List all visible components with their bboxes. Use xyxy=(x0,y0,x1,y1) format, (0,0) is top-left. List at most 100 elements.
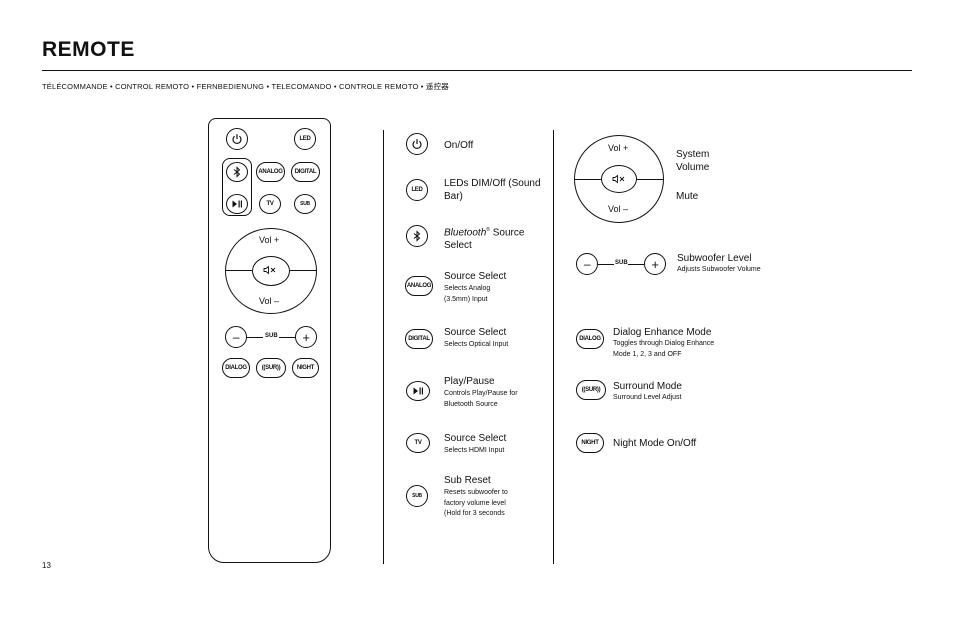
remote-sub-reset-button[interactable]: SUB xyxy=(294,194,316,214)
mute-icon xyxy=(263,265,276,275)
legend-bluetooth-title: Bluetooth® Source Select xyxy=(444,227,525,252)
legend-volume-ring xyxy=(574,135,664,223)
remote-volume-ring[interactable] xyxy=(225,228,317,314)
page-subtitle: TÉLÉCOMMANDE • CONTROL REMOTO • FERNBEDI… xyxy=(42,82,449,91)
legend-surround-button: ((SUR)) xyxy=(576,380,606,400)
remote-sub-label: SUB xyxy=(265,333,278,339)
legend-tv-button: TV xyxy=(406,433,430,453)
remote-mute-center[interactable] xyxy=(252,256,290,286)
legend-night-button: NIGHT xyxy=(576,433,604,453)
remote-body xyxy=(208,118,331,563)
bluetooth-icon xyxy=(233,166,241,178)
dialog-label: DIALOG xyxy=(579,336,601,342)
source-button-group xyxy=(222,158,252,216)
legend-subwoofer-title: Subwoofer Level xyxy=(677,253,752,264)
legend-dialog-desc: Toggles through Dialog Enhance Mode 1, 2… xyxy=(613,340,715,358)
digital-label: DIGITAL xyxy=(408,336,430,342)
power-icon xyxy=(232,134,242,144)
minus-label: – xyxy=(583,257,591,271)
legend-sub-plus-button: + xyxy=(644,253,666,275)
page-number: 13 xyxy=(42,561,51,570)
legend-digital-title: Source Select xyxy=(444,327,507,338)
led-label: LED xyxy=(299,136,311,142)
column-divider-left xyxy=(383,130,384,564)
legend-dialog-button: DIALOG xyxy=(576,329,604,349)
remote-tv-button[interactable]: TV xyxy=(259,194,281,214)
analog-label: ANALOG xyxy=(258,169,283,175)
legend-tv-desc: Selects HDMI Input xyxy=(444,447,505,454)
legend-tv-title: Source Select xyxy=(444,433,507,444)
legend-dialog-title: Dialog Enhance Mode xyxy=(613,327,712,338)
night-label: NIGHT xyxy=(296,365,315,371)
tv-label: TV xyxy=(266,201,274,207)
remote-bluetooth-button[interactable] xyxy=(226,162,248,182)
legend-volume-divider-right xyxy=(637,179,663,180)
sub-line-left xyxy=(247,337,263,338)
legend-sub-minus-button: – xyxy=(576,253,598,275)
play-pause-icon xyxy=(232,200,242,208)
power-icon xyxy=(412,139,422,149)
night-label: NIGHT xyxy=(581,440,599,446)
legend-surround-title: Surround Mode xyxy=(613,381,682,392)
legend-power-button xyxy=(406,133,428,155)
legend-bluetooth-button xyxy=(406,225,428,247)
legend-sub-line-right xyxy=(628,264,644,265)
legend-analog-title: Source Select xyxy=(444,271,507,282)
page-title: REMOTE xyxy=(42,38,135,61)
remote-night-button[interactable]: NIGHT xyxy=(292,358,319,378)
bluetooth-icon xyxy=(413,230,421,242)
legend-vol-minus: Vol – xyxy=(608,204,629,214)
play-pause-icon xyxy=(413,387,423,395)
surround-label: ((SUR)) xyxy=(261,365,281,371)
legend-mute: Mute xyxy=(676,191,699,202)
legend-play-title: Play/Pause xyxy=(444,376,495,387)
mute-icon xyxy=(612,174,625,184)
volume-divider-left xyxy=(226,270,252,271)
legend-digital-desc: Selects Optical Input xyxy=(444,341,509,348)
remote-vol-plus[interactable]: Vol + xyxy=(259,235,280,245)
legend-analog-desc: Selects Analog (3.5mm) Input xyxy=(444,285,491,303)
remote-led-button[interactable]: LED xyxy=(294,128,316,150)
analog-label: ANALOG xyxy=(406,283,432,289)
remote-sub-plus-button[interactable]: + xyxy=(295,326,317,348)
legend-subreset-title: Sub Reset xyxy=(444,475,491,486)
legend-sub-line-left xyxy=(598,264,614,265)
plus-label: + xyxy=(302,329,310,345)
remote-dialog-button[interactable]: DIALOG xyxy=(222,358,250,378)
remote-analog-button[interactable]: ANALOG xyxy=(256,162,285,182)
sub-reset-label: SUB xyxy=(300,201,310,207)
legend-play-desc: Controls Play/Pause for Bluetooth Source xyxy=(444,390,518,408)
remote-sub-minus-button[interactable]: – xyxy=(225,326,247,348)
remote-vol-minus[interactable]: Vol – xyxy=(259,296,280,306)
legend-volume-divider-left xyxy=(575,179,601,180)
remote-power-button[interactable] xyxy=(226,128,248,150)
digital-label: DIGITAL xyxy=(294,169,317,175)
legend-vol-plus: Vol + xyxy=(608,143,629,153)
legend-digital-button: DIGITAL xyxy=(405,329,433,349)
remote-digital-button[interactable]: DIGITAL xyxy=(291,162,320,182)
legend-mute-center xyxy=(601,165,637,193)
legend-onoff-title: On/Off xyxy=(444,140,474,151)
sub-line-right xyxy=(279,337,295,338)
legend-sub-label: SUB xyxy=(615,260,628,266)
remote-play-pause-button[interactable] xyxy=(226,194,248,214)
legend-sub-reset-button: SUB xyxy=(406,485,428,507)
led-label: LED xyxy=(411,187,423,193)
column-divider-right xyxy=(553,130,554,564)
legend-subreset-desc: Resets subwoofer to factory volume level… xyxy=(444,489,508,517)
legend-system-volume: System Volume xyxy=(676,149,710,173)
sub-reset-label: SUB xyxy=(412,493,422,499)
header-rule xyxy=(42,70,912,71)
legend-analog-button: ANALOG xyxy=(405,276,433,296)
surround-label: ((SUR)) xyxy=(581,387,601,393)
remote-surround-button[interactable]: ((SUR)) xyxy=(256,358,286,378)
minus-label: – xyxy=(232,330,240,344)
legend-surround-desc: Surround Level Adjust xyxy=(613,394,682,401)
legend-play-pause-button xyxy=(406,381,430,401)
legend-subwoofer-desc: Adjusts Subwoofer Volume xyxy=(677,266,761,273)
legend-leds-title: LEDs DIM/Off (Sound Bar) xyxy=(444,178,541,202)
tv-label: TV xyxy=(414,440,422,446)
volume-divider-right xyxy=(290,270,316,271)
legend-led-button: LED xyxy=(406,179,428,201)
legend-night-title: Night Mode On/Off xyxy=(613,438,697,449)
